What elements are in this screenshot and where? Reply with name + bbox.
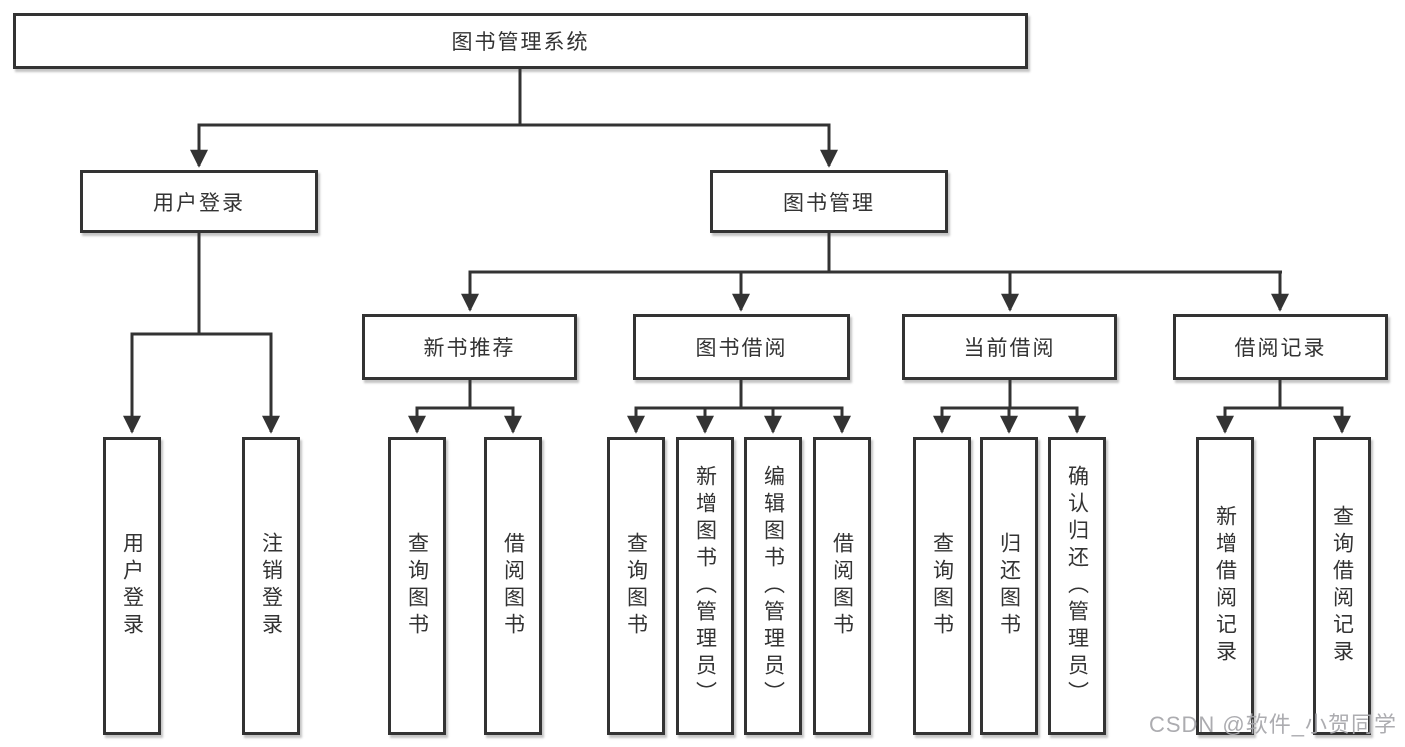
leaf-current-query-books-label: 查询图书 (930, 532, 954, 640)
node-current-borrow-label: 当前借阅 (963, 337, 1056, 360)
leaf-borrow-query-books-label: 查询图书 (624, 532, 648, 640)
node-user-login-label: 用户登录 (153, 191, 245, 215)
leaf-borrow-borrow-books: 借阅图书 (813, 437, 871, 735)
leaf-logout-label: 注销登录 (259, 532, 283, 640)
leaf-borrow-edit-books-admin: 编辑图书（管理员） (744, 437, 802, 735)
leaf-borrow-borrow-books-label: 借阅图书 (830, 532, 854, 640)
leaf-records-add-record: 新增借阅记录 (1196, 437, 1254, 735)
leaf-borrow-query-books: 查询图书 (607, 437, 665, 735)
leaf-logout: 注销登录 (242, 437, 300, 735)
node-borrow-records-label: 借阅记录 (1234, 337, 1327, 360)
node-book-borrow: 图书借阅 (633, 314, 850, 380)
node-book-manage: 图书管理 (710, 170, 948, 233)
leaf-records-query-record: 查询借阅记录 (1313, 437, 1371, 735)
node-new-book-recommend-label: 新书推荐 (423, 337, 516, 360)
leaf-current-return-books: 归还图书 (980, 437, 1038, 735)
leaf-records-add-record-label: 新增借阅记录 (1213, 505, 1237, 667)
leaf-recommend-query-books-label: 查询图书 (405, 532, 429, 640)
node-root-system: 图书管理系统 (13, 13, 1028, 69)
node-book-manage-label: 图书管理 (783, 191, 875, 215)
leaf-recommend-query-books: 查询图书 (388, 437, 446, 735)
csdn-watermark: CSDN @软件_小贺同学 (1148, 712, 1397, 737)
leaf-current-query-books: 查询图书 (913, 437, 971, 735)
leaf-user-login-label: 用户登录 (120, 532, 144, 640)
leaf-borrow-add-books-admin-label: 新增图书（管理员） (693, 464, 717, 708)
node-new-book-recommend: 新书推荐 (362, 314, 577, 380)
leaf-current-confirm-return-admin-label: 确认归还（管理员） (1065, 464, 1089, 708)
leaf-current-return-books-label: 归还图书 (997, 532, 1021, 640)
leaf-borrow-add-books-admin: 新增图书（管理员） (676, 437, 734, 735)
node-book-borrow-label: 图书借阅 (695, 337, 788, 360)
node-root-label: 图书管理系统 (451, 31, 590, 54)
leaf-recommend-borrow-books-label: 借阅图书 (501, 532, 525, 640)
node-current-borrow: 当前借阅 (902, 314, 1117, 380)
leaf-borrow-edit-books-admin-label: 编辑图书（管理员） (761, 464, 785, 708)
leaf-user-login: 用户登录 (103, 437, 161, 735)
leaf-current-confirm-return-admin: 确认归还（管理员） (1048, 437, 1106, 735)
leaf-recommend-borrow-books: 借阅图书 (484, 437, 542, 735)
node-borrow-records: 借阅记录 (1173, 314, 1388, 380)
node-user-login: 用户登录 (80, 170, 318, 233)
leaf-records-query-record-label: 查询借阅记录 (1330, 505, 1354, 667)
